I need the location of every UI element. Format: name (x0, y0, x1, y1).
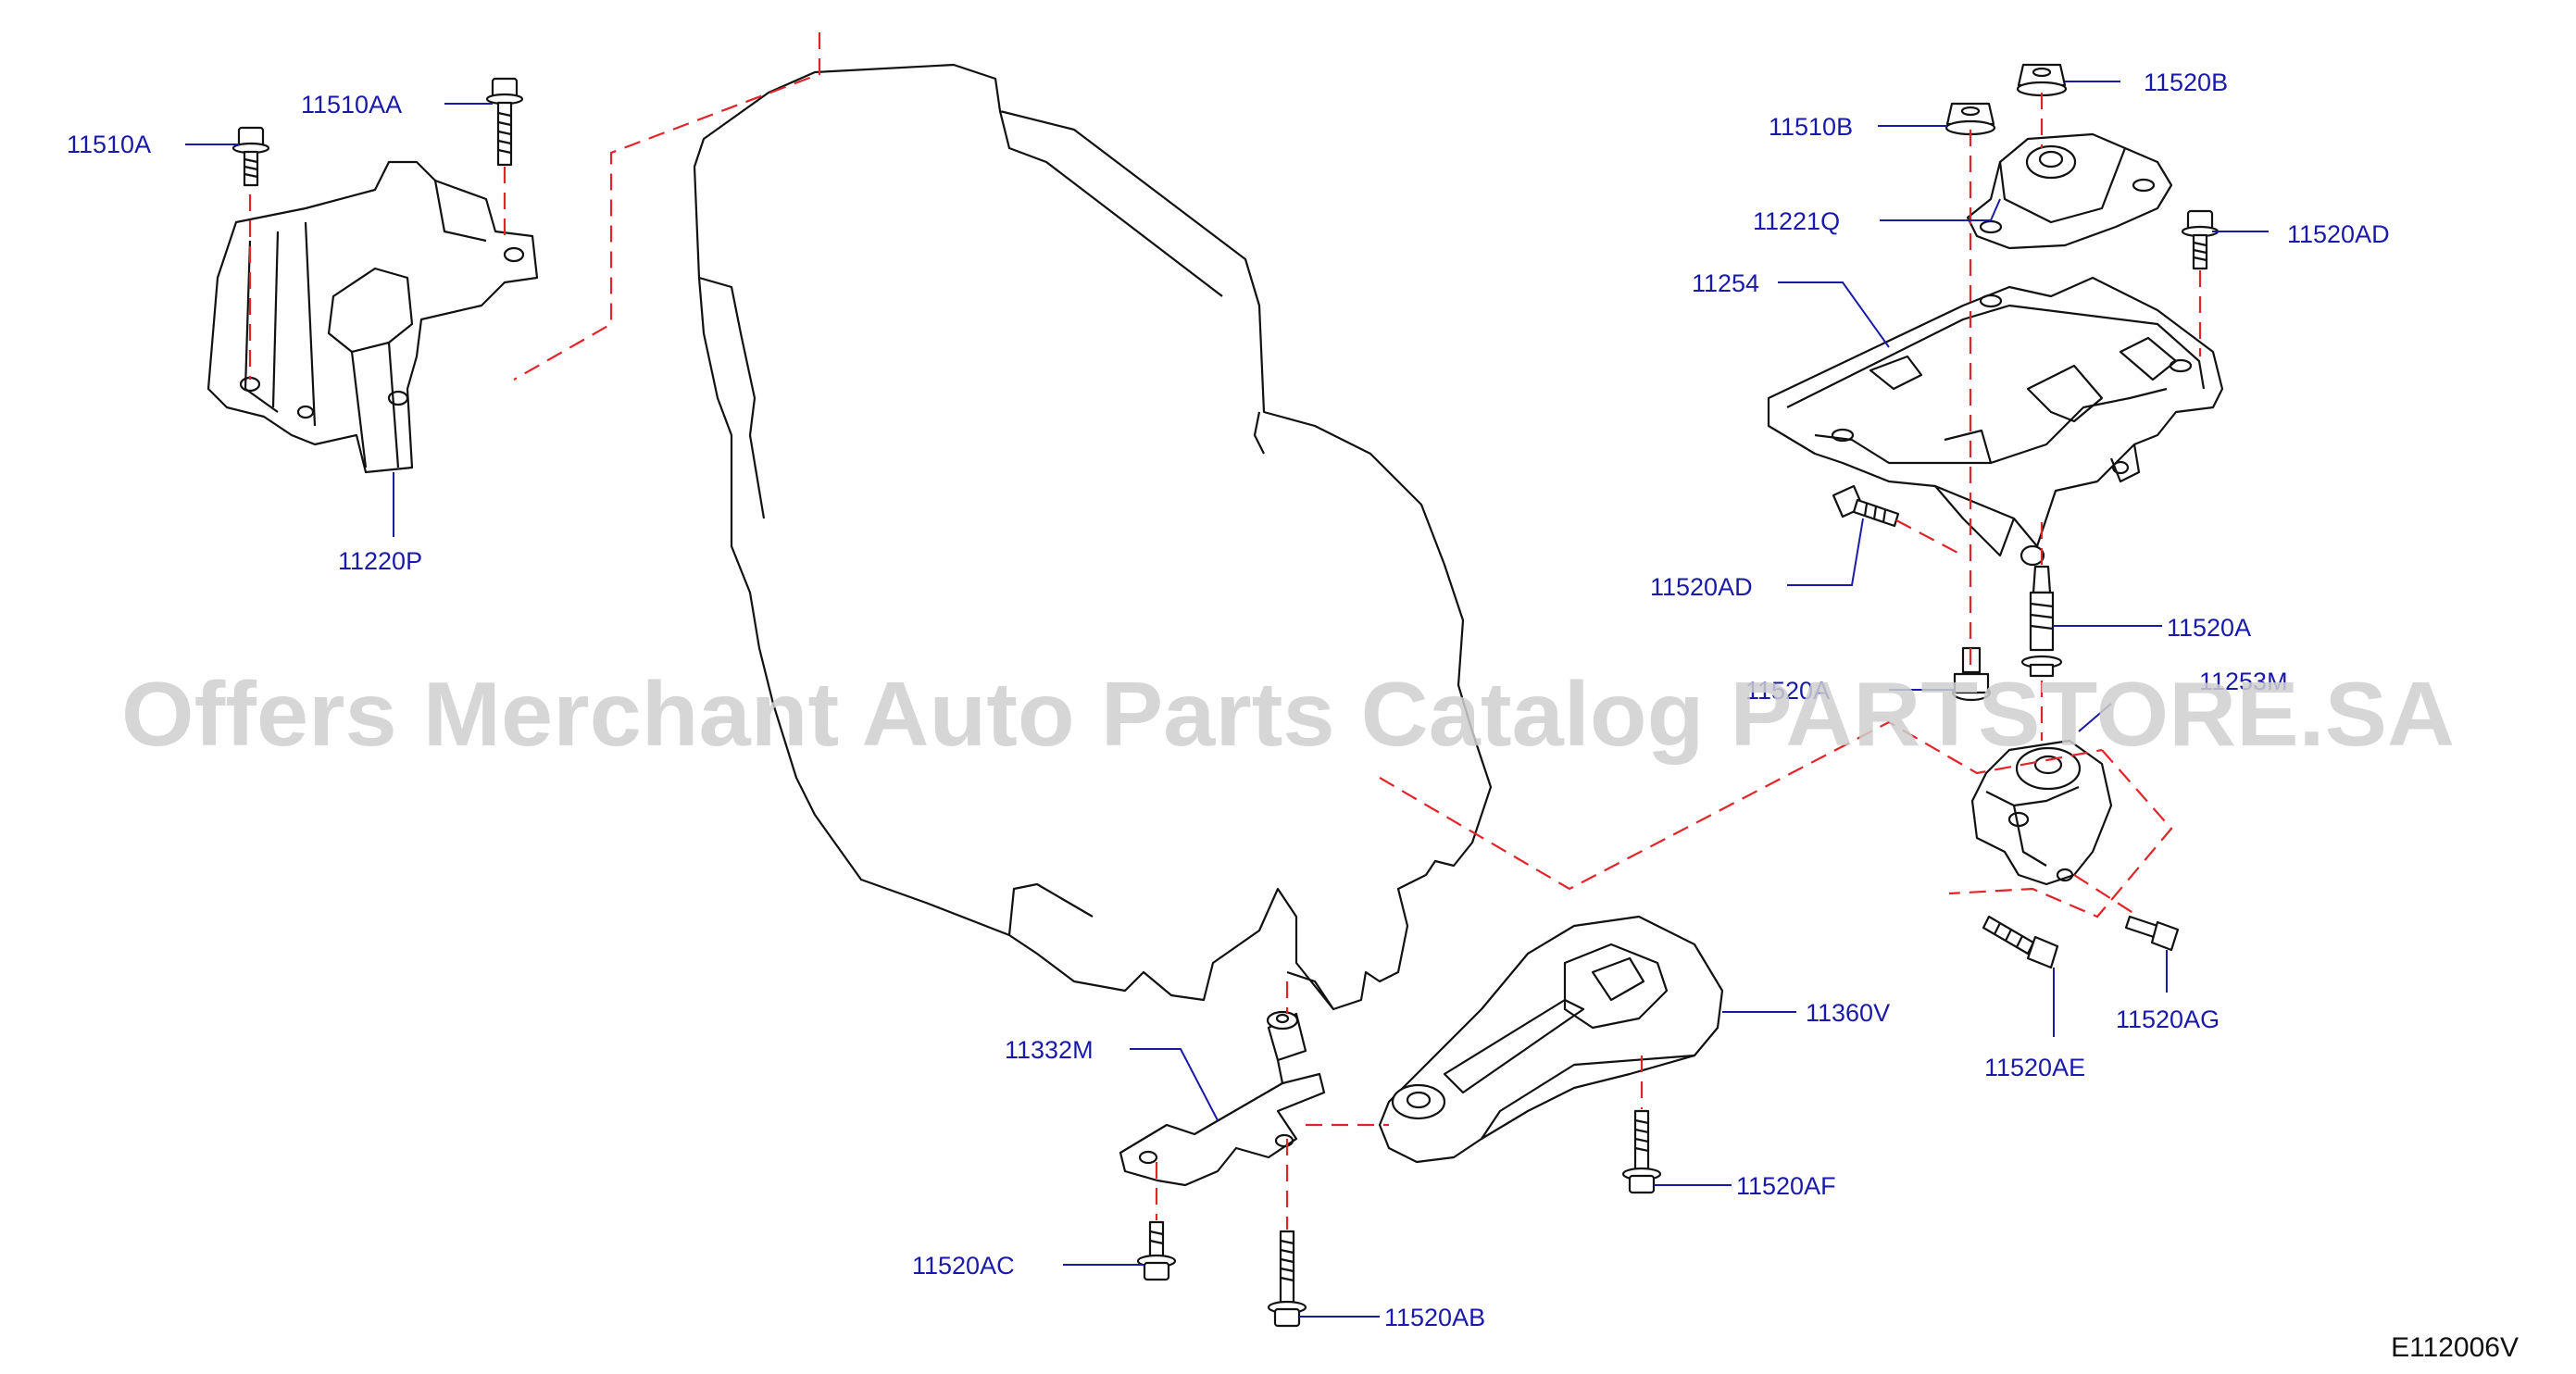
bolt-11520AD-top[interactable] (2181, 209, 2220, 270)
assembly-guide-lines (248, 32, 2202, 1230)
engine-block-outline (693, 63, 1493, 1011)
label-11520AE[interactable]: 11520AE (1984, 1054, 2085, 1081)
bolt-11520AC[interactable] (1136, 1220, 1177, 1281)
label-11520AD-top[interactable]: 11520AD (2287, 220, 2390, 248)
torque-rod-11360V[interactable] (1378, 915, 1724, 1164)
bolt-11520AE[interactable] (1982, 915, 2059, 969)
bolt-11520AD-left[interactable] (1832, 484, 1900, 528)
bolt-11520AB[interactable] (1267, 1230, 1307, 1328)
nut-11510B[interactable] (1945, 102, 1996, 136)
label-11254[interactable]: 11254 (1692, 269, 1759, 297)
label-11520AD-left[interactable]: 11520AD (1650, 573, 1753, 601)
label-11510B[interactable]: 11510B (1769, 113, 1853, 141)
label-11360V[interactable]: 11360V (1806, 999, 1890, 1027)
part-labels: 11510A 11510AA 11220P 11520B 11510B 1122… (67, 69, 2390, 1331)
label-11221Q[interactable]: 11221Q (1753, 207, 1840, 235)
engine-mount-insulator-11221Q[interactable] (1966, 132, 2173, 250)
leader-lines (185, 81, 2269, 1318)
label-11520A-left[interactable]: 11520A (1745, 677, 1830, 705)
bolt-11520AG[interactable] (2124, 915, 2180, 952)
watermark-text: Offers Merchant Auto Parts Catalog PARTS… (121, 663, 2455, 765)
label-11520AG[interactable]: 11520AG (2116, 1006, 2220, 1033)
label-11510A[interactable]: 11510A (67, 131, 151, 158)
nut-11520B[interactable] (2016, 63, 2068, 97)
mount-bracket-frame-11254[interactable] (1767, 276, 2224, 567)
engine-mount-bracket-11220P[interactable] (206, 160, 539, 474)
engine-mount-insulator-11253M[interactable] (1970, 739, 2113, 886)
label-11520AF[interactable]: 11520AF (1736, 1172, 1836, 1200)
label-11332M[interactable]: 11332M (1005, 1036, 1094, 1064)
label-11520A-right[interactable]: 11520A (2167, 614, 2251, 642)
label-11510AA[interactable]: 11510AA (301, 91, 402, 119)
label-11220P[interactable]: 11220P (338, 547, 422, 575)
stud-11520A-right[interactable] (2020, 565, 2063, 678)
diagram-code: E112006V (2391, 1332, 2519, 1363)
label-11520AC[interactable]: 11520AC (912, 1252, 1015, 1280)
bolt-11510A[interactable] (231, 126, 270, 187)
bolt-11510AA[interactable] (485, 77, 524, 167)
label-11253M[interactable]: 11253M (2199, 668, 2288, 695)
label-11520AB[interactable]: 11520AB (1384, 1304, 1485, 1331)
label-11520B[interactable]: 11520B (2144, 69, 2228, 96)
bracket-11332M[interactable] (1119, 1010, 1326, 1187)
bolt-11520AF[interactable] (1621, 1109, 1662, 1194)
nut-11520A-left[interactable] (1951, 646, 1992, 702)
